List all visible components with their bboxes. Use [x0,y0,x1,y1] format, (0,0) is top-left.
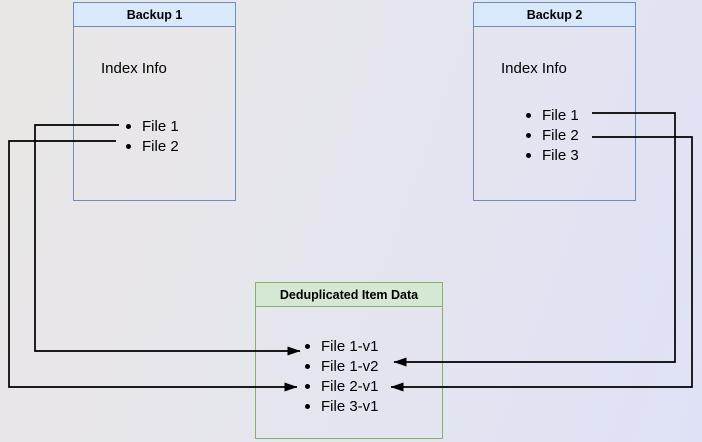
dedup-item-list: File 1-v1 File 1-v2 File 2-v1 File 3-v1 [305,336,379,416]
dedup-item-label: File 3-v1 [321,397,379,415]
dedup-item: File 1-v1 [305,336,379,356]
backup2-title: Backup 2 [526,7,583,22]
bullet-icon [305,363,310,369]
bullet-icon [526,152,531,158]
bullet-icon [305,343,310,349]
dedup-item: File 1-v2 [305,356,379,376]
backup1-box: Backup 1 [73,2,236,201]
backup2-file-label: File 3 [542,146,579,164]
bullet-icon [526,112,531,118]
dedup-item-label: File 1-v1 [321,337,379,355]
backup1-file-label: File 1 [142,117,179,135]
backup1-title: Backup 1 [126,7,183,22]
dedup-item-label: File 1-v2 [321,357,379,375]
dedup-item: File 2-v1 [305,376,379,396]
backup2-file-item: File 1 [526,105,579,125]
backup2-file-label: File 1 [542,106,579,124]
backup1-file-label: File 2 [142,137,179,155]
dedup-title: Deduplicated Item Data [279,287,419,302]
dedup-item: File 3-v1 [305,396,379,416]
bullet-icon [526,132,531,138]
bullet-icon [305,383,310,389]
dedup-header: Deduplicated Item Data [256,283,442,307]
backup1-file-item: File 2 [126,136,179,156]
backup1-index-info-label: Index Info [101,60,167,77]
bullet-icon [126,123,131,129]
backup2-header: Backup 2 [474,3,635,27]
bullet-icon [126,143,131,149]
bullet-icon [305,403,310,409]
backup2-file-item: File 2 [526,125,579,145]
backup1-header: Backup 1 [74,3,235,27]
backup2-index-info-label: Index Info [501,60,567,77]
backup2-file-label: File 2 [542,126,579,144]
backup2-box: Backup 2 [473,2,636,201]
dedup-item-label: File 2-v1 [321,377,379,395]
backup2-file-list: File 1 File 2 File 3 [526,105,579,165]
backup1-file-list: File 1 File 2 [126,116,179,156]
backup2-file-item: File 3 [526,145,579,165]
backup1-file-item: File 1 [126,116,179,136]
